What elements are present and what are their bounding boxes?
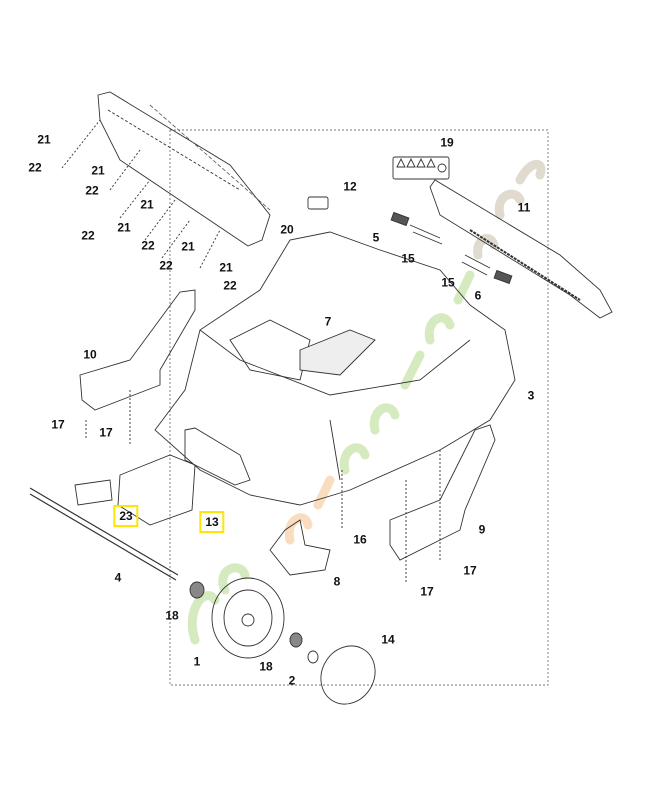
callout-label-8: 8: [333, 574, 341, 589]
callout-label-2: 2: [288, 673, 296, 688]
callout-label-18b: 18: [259, 659, 273, 674]
callout-label-23: 23: [113, 505, 139, 527]
callout-label-21e: 21: [181, 239, 195, 254]
callout-label-20: 20: [280, 222, 294, 237]
part-20-rear-flap: [97, 91, 271, 247]
part-23-plate: [74, 479, 113, 506]
hinge-pins-and-springs: [390, 211, 513, 285]
callout-label-19: 19: [440, 135, 454, 150]
callout-label-21b: 21: [91, 163, 105, 178]
callout-label-12: 12: [343, 179, 357, 194]
callout-label-21a: 21: [37, 132, 51, 147]
part-2-nut: [307, 650, 319, 664]
callout-label-6: 6: [474, 288, 482, 303]
part-18-bushing-2: [289, 632, 303, 648]
callout-label-22b: 22: [85, 183, 99, 198]
callout-label-15b: 15: [441, 275, 455, 290]
assembly-boundary: [169, 129, 549, 686]
part-14-hubcap: [320, 645, 376, 705]
callout-label-21f: 21: [219, 260, 233, 275]
part-8-bracket: [269, 519, 331, 576]
callout-label-10: 10: [83, 347, 97, 362]
callout-label-22f: 22: [223, 278, 237, 293]
watermark-logo: [187, 159, 546, 645]
part-11-side-flap: [429, 179, 613, 319]
part-4-axle: [29, 487, 179, 581]
callout-label-18a: 18: [165, 608, 179, 623]
callout-label-17d: 17: [420, 584, 434, 599]
part-19-warning-decal: [392, 156, 450, 180]
callout-label-21c: 21: [140, 197, 154, 212]
part-9-side-skirt: [389, 424, 496, 561]
callout-label-9: 9: [478, 522, 486, 537]
callout-label-17a: 17: [51, 417, 65, 432]
bolts: [85, 390, 441, 582]
callout-label-17c: 17: [463, 563, 477, 578]
callout-label-22a: 22: [28, 160, 42, 175]
part-10-side-skirt: [79, 289, 196, 411]
callout-label-22e: 22: [159, 258, 173, 273]
callout-label-14: 14: [381, 632, 395, 647]
part-1-wheel: [211, 577, 285, 659]
callout-label-21d: 21: [117, 220, 131, 235]
callout-label-1: 1: [193, 654, 201, 669]
callout-label-16: 16: [353, 532, 367, 547]
callout-label-22c: 22: [81, 228, 95, 243]
part-18-bushing: [189, 581, 205, 599]
callout-label-7: 7: [324, 314, 332, 329]
callout-label-5: 5: [372, 230, 380, 245]
callout-label-22d: 22: [141, 238, 155, 253]
fastener-leaders: [61, 119, 221, 269]
callout-label-11: 11: [517, 200, 531, 215]
callout-label-3: 3: [527, 388, 535, 403]
part-12-decal: [307, 196, 329, 210]
callout-label-4: 4: [114, 570, 122, 585]
part-3-mower-deck: [154, 231, 516, 506]
callout-label-15a: 15: [401, 251, 415, 266]
callout-label-17b: 17: [99, 425, 113, 440]
callout-label-13: 13: [199, 511, 225, 533]
